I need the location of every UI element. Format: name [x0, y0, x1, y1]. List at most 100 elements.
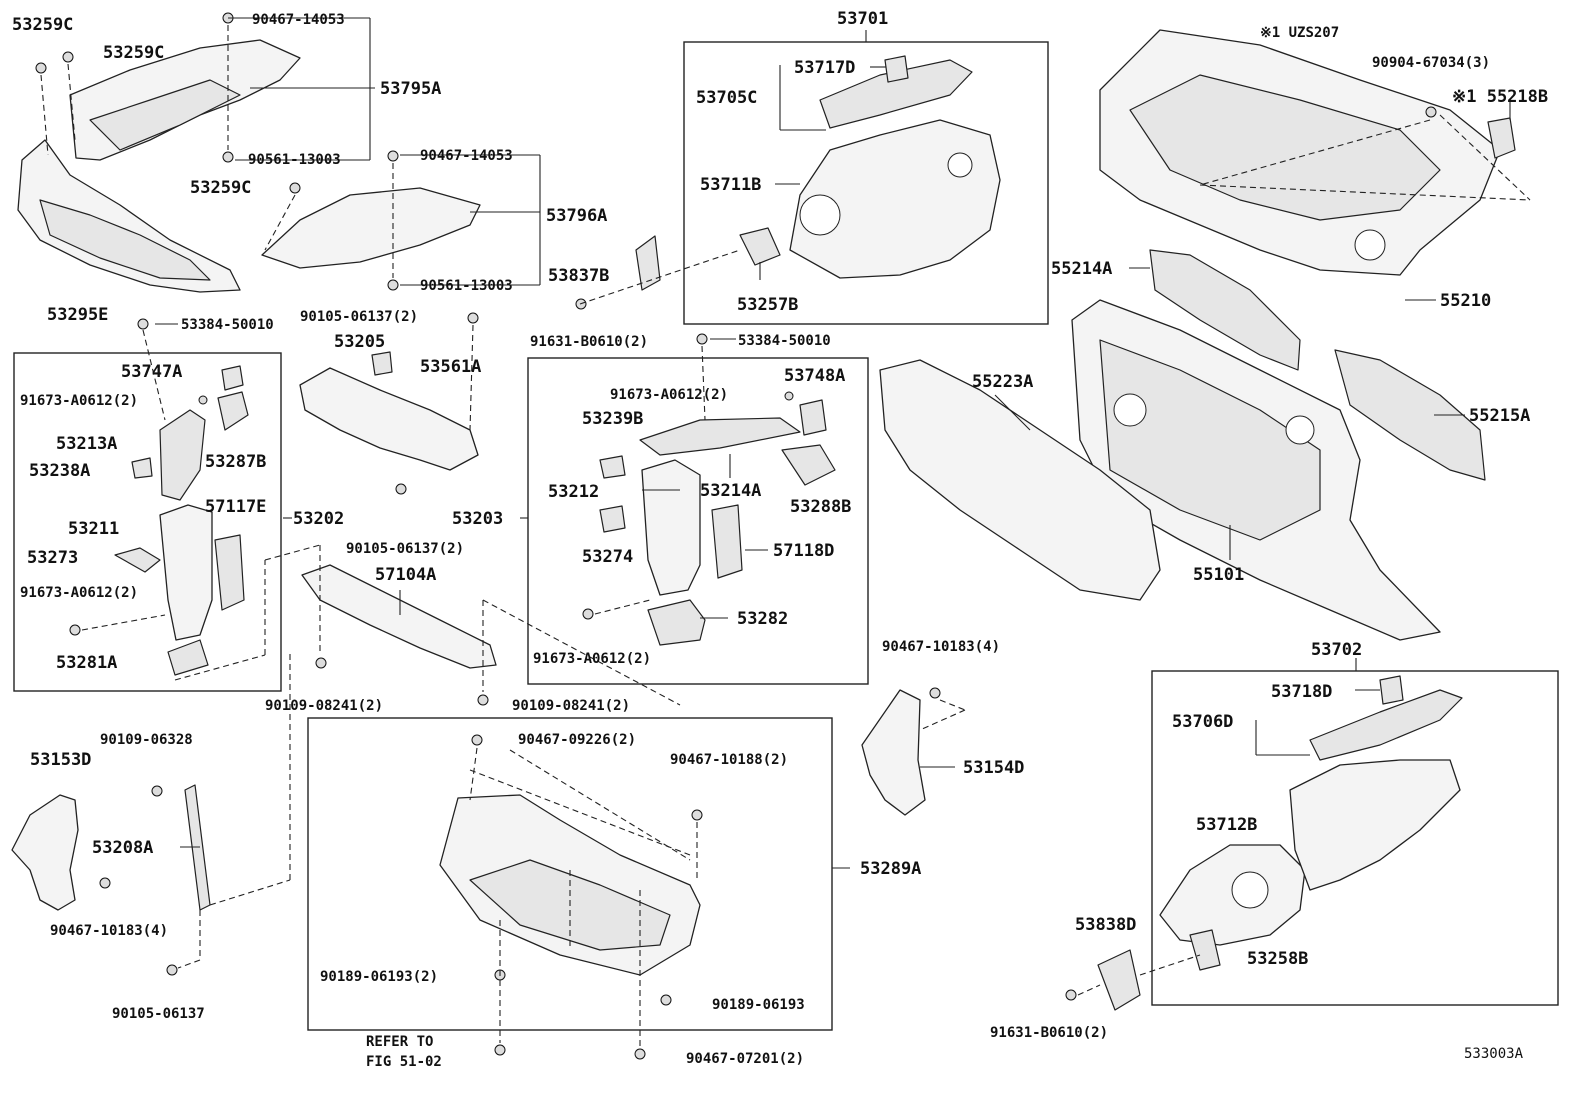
part-53838D: [1097, 949, 1141, 1011]
part-53281A: [167, 639, 209, 676]
label-55210: 55210: [1440, 291, 1491, 311]
group-box-53289A: [307, 717, 833, 1031]
part-53282: [647, 599, 706, 646]
part-53287B: [217, 391, 249, 431]
label-53259C-b: 53259C: [103, 43, 164, 63]
label-90109-08241-2-a: 90109-08241(2): [265, 698, 383, 714]
part-53258B: [1189, 929, 1221, 971]
part-53212: [641, 459, 701, 596]
label-53238A: 53238A: [29, 461, 90, 481]
label-53287B: 53287B: [205, 452, 266, 472]
part-57117E: [214, 534, 245, 611]
label-90109-08241-2-b: 90109-08241(2): [512, 698, 630, 714]
part-53238A: [131, 457, 153, 479]
part-53257B: [739, 227, 781, 266]
part-53273: [114, 547, 161, 573]
label-53748A: 53748A: [784, 366, 845, 386]
part-53718D: [1379, 675, 1404, 705]
label-90105-06137-2-b: 90105-06137(2): [346, 541, 464, 557]
label-53701: 53701: [837, 9, 888, 29]
leader-lines: [155, 17, 1511, 869]
part-53561A: [371, 351, 393, 376]
label-53203: 53203: [452, 509, 503, 529]
label-91631-B0610-2-a: 91631-B0610(2): [530, 334, 648, 350]
label-90467-14053-a: 90467-14053: [252, 12, 345, 28]
label-53212: 53212: [548, 482, 599, 502]
label-90105-06137-2-a: 90105-06137(2): [300, 309, 418, 325]
label-91673-A0612-2-b: 91673-A0612(2): [20, 585, 138, 601]
label-53712B: 53712B: [1196, 815, 1257, 835]
label-91673-A0612-2-d: 91673-A0612(2): [533, 651, 651, 667]
part-53295E: [17, 139, 241, 293]
label-57118D: 57118D: [773, 541, 834, 561]
part-53711B: [789, 119, 1001, 279]
part-57118D: [711, 504, 743, 579]
label-53205: 53205: [334, 332, 385, 352]
part-55218B: [1487, 117, 1516, 159]
part-53274: [599, 505, 626, 533]
label-53257B: 53257B: [737, 295, 798, 315]
label-53273: 53273: [27, 548, 78, 568]
part-55223A: [879, 359, 1161, 601]
label-53281A: 53281A: [56, 653, 117, 673]
part-53288B: [781, 444, 836, 486]
label-53561A: 53561A: [420, 357, 481, 377]
label-53213A: 53213A: [56, 434, 117, 454]
label-53259C-c: 53259C: [190, 178, 251, 198]
label-55101: 55101: [1193, 565, 1244, 585]
group-box-53202: [13, 352, 282, 692]
label-53796A: 53796A: [546, 206, 607, 226]
part-53748A: [799, 399, 827, 436]
group-box-53203: [527, 357, 869, 685]
label-fig-51-02: FIG 51-02: [366, 1054, 442, 1070]
part-53211: [159, 504, 213, 641]
label-90467-10183-4-a: 90467-10183(4): [882, 639, 1000, 655]
label-53838D: 53838D: [1075, 915, 1136, 935]
label-53154D: 53154D: [963, 758, 1024, 778]
part-drawings: [11, 29, 1516, 1011]
label-90189-06193: 90189-06193: [712, 997, 805, 1013]
label-53384-50010-b: 53384-50010: [738, 333, 831, 349]
label-55214A: 55214A: [1051, 259, 1112, 279]
label-90904-67034-3: 90904-67034(3): [1372, 55, 1490, 71]
label-90109-06328: 90109-06328: [100, 732, 193, 748]
part-53706D: [1309, 689, 1463, 761]
part-55215A: [1334, 349, 1486, 481]
label-90467-14053-b: 90467-14053: [420, 148, 513, 164]
label-90467-09226-2: 90467-09226(2): [518, 732, 636, 748]
part-53239B: [599, 455, 626, 479]
label-53717D: 53717D: [794, 58, 855, 78]
label-90561-13003-b: 90561-13003: [420, 278, 513, 294]
label-533003A: 533003A: [1464, 1046, 1524, 1062]
label-53288B: 53288B: [790, 497, 851, 517]
label-refer-to: REFER TO: [366, 1034, 433, 1050]
part-53706D-apron: [1289, 759, 1461, 891]
label-53705C: 53705C: [696, 88, 757, 108]
label-53211: 53211: [68, 519, 119, 539]
label-53282: 53282: [737, 609, 788, 629]
label-53747A: 53747A: [121, 362, 182, 382]
part-57104A: [301, 564, 497, 669]
label-91673-A0612-2-c: 91673-A0612(2): [610, 387, 728, 403]
label-53259C-a: 53259C: [12, 15, 73, 35]
label-90467-10188-2: 90467-10188(2): [670, 752, 788, 768]
label-53384-50010-a: 53384-50010: [181, 317, 274, 333]
label-53153D: 53153D: [30, 750, 91, 770]
label-55223A: 55223A: [972, 372, 1033, 392]
label-53702: 53702: [1311, 640, 1362, 660]
label-53795A: 53795A: [380, 79, 441, 99]
part-53747A: [221, 365, 244, 391]
part-53796A: [261, 187, 481, 269]
label-90105-06137: 90105-06137: [112, 1006, 205, 1022]
label-90467-10183-4-b: 90467-10183(4): [50, 923, 168, 939]
label-53289A: 53289A: [860, 859, 921, 879]
dashed-lines: [40, 25, 1531, 1047]
part-53213A: [159, 409, 206, 501]
part-55214A: [1149, 249, 1301, 371]
part-53153D: [11, 794, 79, 911]
label-53837B: 53837B: [548, 266, 609, 286]
label-53239B: 53239B: [582, 409, 643, 429]
label-57104A: 57104A: [375, 565, 436, 585]
label-53706D: 53706D: [1172, 712, 1233, 732]
